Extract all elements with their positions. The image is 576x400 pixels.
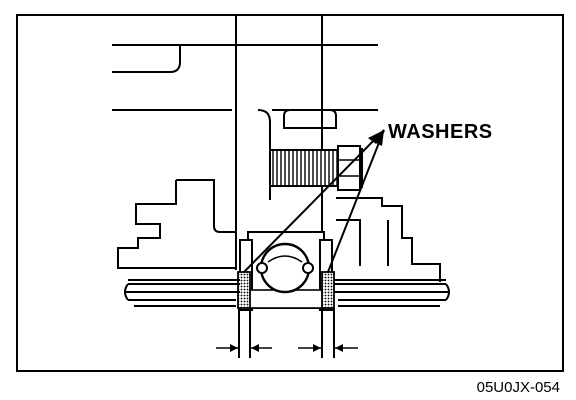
dimension-lines <box>216 308 358 358</box>
base-flange <box>124 279 450 307</box>
figure-frame <box>16 14 564 372</box>
washer-left <box>237 271 251 309</box>
left-body <box>117 179 236 269</box>
bolt-threads <box>269 149 339 187</box>
right-body <box>336 197 441 282</box>
bolt-head <box>337 145 361 191</box>
washers-label: WASHERS <box>388 121 493 143</box>
washer-right <box>321 271 335 309</box>
upper-housing <box>112 44 378 200</box>
washers-leader-lines <box>243 129 385 273</box>
bolt <box>269 145 363 191</box>
bearing-ball <box>256 242 314 294</box>
figure-code: 05U0JX-054 <box>477 379 560 396</box>
vertical-shaft <box>235 15 323 270</box>
